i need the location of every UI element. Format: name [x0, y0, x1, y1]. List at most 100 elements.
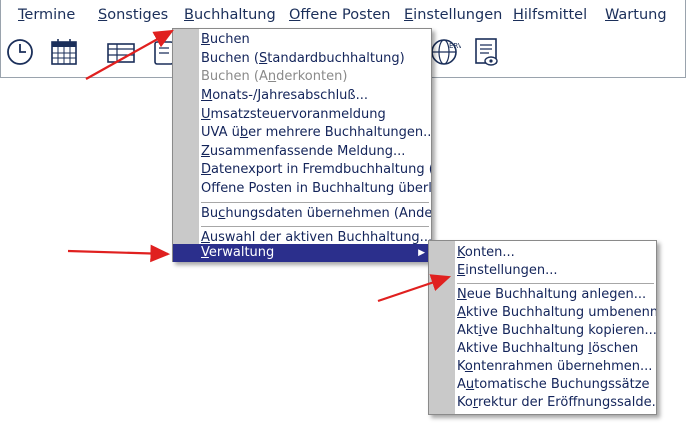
verwaltung-submenu: Konten... Einstellungen... Neue Buchhalt… — [428, 240, 657, 415]
menu-bar: Termine Sonstiges Buchhaltung Offene Pos… — [1, 0, 687, 30]
submenu-einstellungen-mnemonic: E — [457, 263, 466, 278]
menuitem-monats-jahresabschluss-mnemonic: M — [201, 88, 213, 103]
submenu-kontenrahmen-text: ntenrahmen übernehmen... — [472, 359, 653, 374]
menuitem-buchen-anderkonten: Buchen (Anderkonten) — [199, 68, 431, 86]
submenu-korrektur-eroeffnung-mnemonic: r — [472, 395, 478, 410]
menuitem-umsatzsteuervoranmeldung[interactable]: Umsatzsteuervoranmeldung — [199, 106, 431, 124]
menu-termine-mnemonic: T — [18, 7, 25, 23]
menu-offene-posten-mnemonic: O — [289, 7, 301, 23]
menuitem-buchen-standard-text: tandardbuchhaltung) — [267, 51, 405, 66]
menuitem-buchen-mnemonic: B — [201, 32, 210, 47]
globe-icon[interactable]: ERV — [427, 34, 463, 70]
menuitem-offene-posten-ueberleiten[interactable]: Offene Posten in Buchhaltung überl... — [199, 180, 431, 198]
menuitem-buchen-anderkonten-mnemonic: n — [267, 69, 277, 84]
submenu-korrektur-eroeffnung-text: Ko — [457, 395, 473, 410]
submenu-umbenennen-text: ktive Buchhaltung umbenenn... — [465, 305, 656, 320]
submenu-kopieren-mnemonic: i — [478, 323, 483, 338]
menu-separator — [201, 226, 429, 227]
menuitem-buchen-anderkonten-text: derkonten) — [276, 69, 348, 84]
submenu-kontenrahmen-mnemonic: o — [464, 359, 473, 374]
menuitem-uva-mehrere-mnemonic: b — [239, 125, 249, 140]
menu-buchhaltung[interactable]: Buchhaltung — [184, 7, 276, 23]
menuitem-buchungsdaten-uebernehmen-text: Bu — [201, 206, 219, 221]
menuitem-uva-mehrere[interactable]: UVA über mehrere Buchhaltungen... — [199, 124, 431, 142]
menu-hilfsmittel-mnemonic: H — [513, 7, 524, 23]
menu-offene-posten[interactable]: Offene Posten — [289, 7, 391, 23]
menuitem-umsatzsteuervoranmeldung-mnemonic: U — [201, 107, 211, 122]
menu-einstellungen-label: instellungen — [413, 7, 503, 23]
menu-sonstiges-mnemonic: S — [98, 7, 108, 23]
submenu-arrow-icon: ▶ — [418, 248, 425, 258]
submenu-kontenrahmen[interactable]: Kontenrahmen übernehmen... — [455, 358, 656, 376]
submenu-konten[interactable]: Konten... — [455, 244, 656, 262]
submenu-kontenrahmen-text: K — [457, 359, 465, 374]
submenu-konten-text: onten... — [464, 245, 515, 260]
submenu-korrektur-eroeffnung[interactable]: Korrektur der Eröffnungssalde... — [455, 394, 656, 412]
arrow-to-verwaltung — [67, 244, 171, 263]
menuitem-auswahl-aktive-buchhaltung-mnemonic: A — [201, 230, 210, 245]
menu-hilfsmittel-label: ilfsmittel — [523, 7, 588, 23]
submenu-einstellungen[interactable]: Einstellungen... — [455, 262, 656, 280]
menu-wartung[interactable]: Wartung — [605, 7, 667, 23]
submenu-loeschen[interactable]: Aktive Buchhaltung löschen — [455, 340, 656, 358]
menuitem-uva-mehrere-text: er mehrere Buchhaltungen... — [248, 125, 431, 140]
menuitem-buchen[interactable]: Buchen — [199, 31, 431, 49]
submenu-einstellungen-text: instellungen... — [465, 263, 558, 278]
menu-termine-label: ermine — [24, 7, 76, 23]
submenu-automatische-buchungssaetze-text: tomatische Buchungssätze — [474, 377, 650, 392]
clock-icon[interactable] — [3, 34, 37, 70]
erv-label: ERV — [449, 42, 461, 50]
menuitem-verwaltung[interactable]: Verwaltung ▶ — [173, 244, 431, 262]
submenu-automatische-buchungssaetze-text: A — [457, 377, 466, 392]
submenu-konten-mnemonic: K — [457, 245, 465, 260]
submenu-korrektur-eroeffnung-text: rektur der Eröffnungssalde... — [477, 395, 656, 410]
menu-einstellungen-mnemonic: E — [404, 7, 414, 23]
menu-separator — [201, 202, 429, 203]
submenu-neue-buchhaltung-mnemonic: N — [457, 287, 467, 302]
menuitem-buchen-standard-text: Buchen ( — [201, 51, 259, 66]
menuitem-datenexport-text: atenexport in Fremdbuchhaltung (... — [211, 162, 431, 177]
submenu-loeschen-text: öschen — [591, 341, 639, 356]
submenu-automatische-buchungssaetze[interactable]: Automatische Buchungssätze — [455, 376, 656, 394]
menu-sonstiges-label: onstiges — [107, 7, 169, 23]
menuitem-buchungsdaten-uebernehmen[interactable]: Buchungsdaten übernehmen (Ander... — [199, 205, 431, 223]
menu-buchhaltung-label: uchhaltung — [193, 7, 276, 23]
menuitem-zusammenfassende-meldung-mnemonic: Z — [201, 144, 210, 159]
menuitem-verwaltung-text: erwaltung — [208, 245, 275, 260]
menu-einstellungen[interactable]: Einstellungen — [404, 7, 502, 23]
menu-sonstiges[interactable]: Sonstiges — [98, 7, 168, 23]
menuitem-monats-jahresabschluss[interactable]: Monats-/Jahresabschluß... — [199, 87, 431, 105]
menuitem-offene-posten-ueberleiten-text: Offene Posten in Buchhaltung überl... — [201, 181, 431, 196]
menuitem-buchen-standard-mnemonic: S — [259, 51, 268, 66]
menuitem-buchen-anderkonten-text: Buchen (A — [201, 69, 268, 84]
calendar-icon[interactable] — [47, 34, 81, 70]
menu-buchhaltung-mnemonic: B — [184, 7, 194, 23]
submenu-neue-buchhaltung[interactable]: Neue Buchhaltung anlegen... — [455, 286, 656, 304]
menu-termine[interactable]: Termine — [18, 7, 75, 23]
menuitem-datenexport[interactable]: Datenexport in Fremdbuchhaltung (... — [199, 161, 431, 179]
menuitem-auswahl-aktive-buchhaltung-text: uswahl der aktiven Buchhaltung... — [209, 230, 431, 245]
menuitem-umsatzsteuervoranmeldung-text: msatzsteuervoranmeldung — [210, 107, 386, 122]
submenu-umbenennen[interactable]: Aktive Buchhaltung umbenenn... — [455, 304, 656, 322]
menu-separator — [457, 283, 654, 284]
submenu-umbenennen-mnemonic: A — [457, 305, 466, 320]
menuitem-datenexport-mnemonic: D — [201, 162, 212, 177]
document-icon[interactable] — [469, 34, 503, 70]
menuitem-zusammenfassende-meldung-text: usammenfassende Meldung... — [209, 144, 406, 159]
menuitem-verwaltung-mnemonic: V — [201, 245, 209, 260]
menuitem-buchen-text: uchen — [209, 32, 250, 47]
table-icon[interactable] — [104, 34, 138, 70]
menu-gutter — [429, 241, 455, 414]
buchhaltung-dropdown: Buchen Buchen (Standardbuchhaltung) Buch… — [172, 28, 432, 262]
menu-gutter — [173, 29, 199, 261]
menuitem-buchen-standard[interactable]: Buchen (Standardbuchhaltung) — [199, 50, 431, 68]
menuitem-auswahl-aktive-buchhaltung[interactable]: Auswahl der aktiven Buchhaltung... — [199, 229, 431, 247]
submenu-automatische-buchungssaetze-mnemonic: u — [465, 377, 475, 392]
menu-hilfsmittel[interactable]: Hilfsmittel — [513, 7, 587, 23]
menu-wartung-label: artung — [618, 7, 667, 23]
submenu-kopieren[interactable]: Aktive Buchhaltung kopieren... — [455, 322, 656, 340]
menuitem-uva-mehrere-text: UVA ü — [201, 125, 240, 140]
menuitem-zusammenfassende-meldung[interactable]: Zusammenfassende Meldung... — [199, 143, 431, 161]
submenu-loeschen-text: Aktive Buchhaltung — [457, 341, 589, 356]
menu-wartung-mnemonic: W — [605, 7, 619, 23]
